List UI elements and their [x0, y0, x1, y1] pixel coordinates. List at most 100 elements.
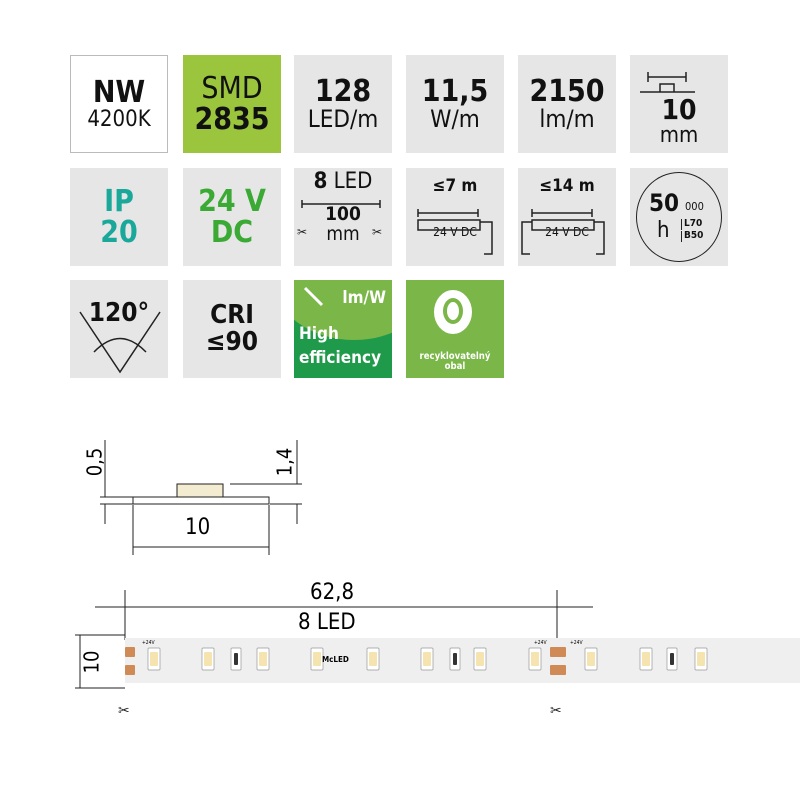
lifetime-l70: L70 — [681, 218, 702, 230]
led-strip — [125, 638, 800, 683]
recycle-line1: recyklovatelný — [419, 351, 491, 363]
led-emitter — [204, 652, 212, 666]
led-emitter — [259, 652, 267, 666]
power-unit: W/m — [430, 105, 480, 134]
color-code: NW — [92, 74, 146, 110]
led-chip — [366, 647, 380, 671]
led-emitter — [531, 652, 539, 666]
lifetime-unit: h — [657, 218, 670, 243]
cut-length-tile: 8 LED 100 mm — [294, 168, 392, 266]
solder-pad — [550, 647, 566, 657]
voltage-type: DC — [210, 215, 254, 250]
led-chip — [473, 647, 487, 671]
led-emitter — [587, 652, 595, 666]
plus-label: +24V — [142, 640, 155, 646]
scissors-icon-cut: ✂ — [550, 703, 562, 719]
recyclable-packaging-tile: recyklovatelný obal — [406, 280, 504, 378]
cut-length-value: 100 — [325, 203, 361, 226]
density-value: 128 — [314, 73, 372, 109]
double-feed-length: ≤14 m — [539, 176, 595, 196]
flux-value: 2150 — [529, 73, 605, 109]
lifetime-thousands: 000 — [685, 200, 704, 213]
chip-label: SMD — [201, 70, 263, 106]
cut-length-unit: mm — [326, 223, 360, 246]
single-feed-length: ≤7 m — [432, 176, 478, 196]
led-chip — [639, 647, 653, 671]
plus-label-cut-left: +24V — [534, 640, 547, 646]
resistor — [230, 647, 242, 671]
ip-value: 20 — [100, 215, 138, 250]
voltage-tile: 24 V DC — [183, 168, 281, 266]
led-chip — [528, 647, 542, 671]
recycle-icon — [434, 290, 472, 334]
led-emitter — [313, 652, 321, 666]
led-emitter — [423, 652, 431, 666]
chip-type-tile: SMD 2835 — [183, 55, 281, 153]
lifetime-hours: 50 — [649, 189, 680, 217]
led-emitter — [476, 652, 484, 666]
ip-label: IP — [104, 183, 134, 219]
width-value: 10 — [661, 92, 697, 126]
beam-angle-tile: 120° — [70, 280, 168, 378]
cut-led-label: LED — [333, 169, 373, 194]
resistor-body — [234, 653, 238, 665]
lifetime-tile: 50 000 h L70 B50 — [630, 168, 728, 266]
solder-pad — [125, 665, 135, 675]
cri-label: CRI — [210, 299, 254, 330]
led-chip — [420, 647, 434, 671]
resistor-body — [670, 653, 674, 665]
led-density-tile: 128 LED/m — [294, 55, 392, 153]
segment-led-label: 8 LED — [298, 610, 356, 635]
led-chip — [201, 647, 215, 671]
led-emitter — [697, 652, 705, 666]
color-temperature: 4200K — [87, 107, 151, 133]
ip-rating-tile: IP 20 — [70, 168, 168, 266]
density-unit: LED/m — [307, 105, 379, 134]
segment-length-label: 62,8 — [310, 580, 355, 605]
strip-width-tile: 10 mm — [630, 55, 728, 153]
lifetime-circle: 50 000 h L70 B50 — [636, 172, 722, 262]
pcb-cross-section — [132, 496, 270, 505]
color-temperature-tile: NW 4200K — [70, 55, 168, 153]
efficiency-unit: lm/W — [342, 288, 386, 308]
lifetime-b50: B50 — [681, 230, 703, 242]
brand-label: McLED — [322, 655, 349, 664]
high-efficiency-tile: lm/W High efficiency — [294, 280, 392, 378]
scissors-icon-start: ✂ — [118, 703, 130, 719]
width-label: 10 — [185, 515, 211, 540]
beam-angle-value: 120° — [88, 298, 150, 328]
efficiency-line2: efficiency — [299, 348, 382, 368]
recycle-line2: obal — [444, 361, 466, 373]
efficiency-line1: High — [299, 324, 339, 344]
power-value: 11,5 — [421, 73, 489, 109]
thickness-label: 0,5 — [82, 447, 107, 477]
cri-value: ≤90 — [205, 327, 259, 357]
led-chip — [584, 647, 598, 671]
power-tile: 11,5 W/m — [406, 55, 504, 153]
voltage-value: 24 V — [198, 183, 266, 219]
solder-pad — [550, 665, 566, 675]
led-chip — [256, 647, 270, 671]
height-label: 1,4 — [272, 447, 297, 477]
resistor-body — [453, 653, 457, 665]
led-emitter — [150, 652, 158, 666]
cut-led-count: 8 — [313, 169, 328, 194]
width-unit: mm — [659, 122, 699, 148]
cri-tile: CRI ≤90 — [183, 280, 281, 378]
double-feed-tile: ≤14 m 24 V DC — [518, 168, 616, 266]
led-chip — [147, 647, 161, 671]
led-emitter — [642, 652, 650, 666]
flux-unit: lm/m — [539, 105, 595, 134]
resistor — [449, 647, 461, 671]
chip-model: 2835 — [194, 102, 270, 137]
single-feed-voltage: 24 V DC — [433, 224, 477, 239]
luminous-flux-tile: 2150 lm/m — [518, 55, 616, 153]
plus-label-cut-right: +24V — [570, 640, 583, 646]
solder-pad — [125, 647, 135, 657]
led-emitter — [369, 652, 377, 666]
led-chip — [694, 647, 708, 671]
resistor — [666, 647, 678, 671]
single-feed-tile: ≤7 m 24 V DC — [406, 168, 504, 266]
strip-width-label: 10 — [79, 650, 104, 674]
led-cross-section — [176, 483, 224, 498]
